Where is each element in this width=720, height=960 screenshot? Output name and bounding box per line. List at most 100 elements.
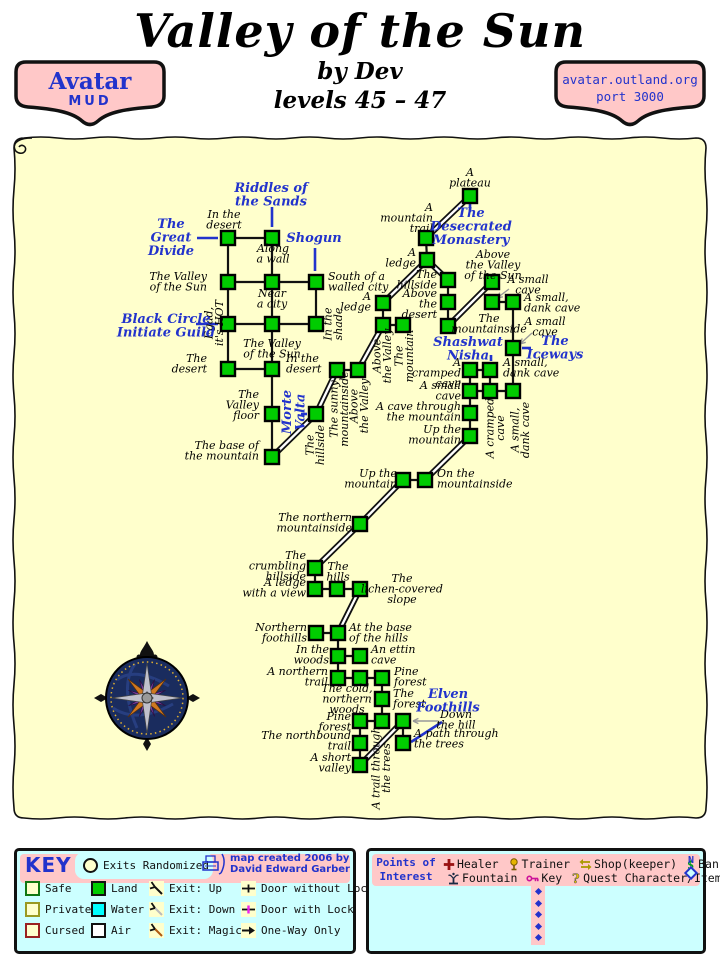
room-above-the-valley-2 [374,316,392,334]
key-icon [526,875,539,882]
room-label: A trail throughthe trees [369,727,393,811]
north-label: N [687,855,695,866]
room-label: Abovethe Valley [347,378,371,434]
shop-icon [579,858,592,870]
north-diamond-icon [683,865,699,881]
room-the-valley-floor [263,405,281,423]
room-label: A small,dank cave [508,401,532,458]
room-down-the-hill [394,712,412,730]
key-one-way-only: One-Way Only [241,923,340,938]
key-exit-magical: Exit: Magical [149,923,255,938]
trainer-icon [509,857,518,870]
room-the-valley-of-the-sun-s [263,315,281,333]
room-an-ettin-cave [351,647,369,665]
room-the-lichen-covered-slope [351,580,369,598]
key-terrain-air: Air [91,923,131,938]
room-a-small-dank-cave-1 [504,293,522,311]
room-shashwat-nisha-entry [481,361,499,379]
room-a-small-dank-cave-2 [504,382,522,400]
scroll-curl [13,137,33,154]
room-a-cave-through-the-mountain [461,404,479,422]
room-label: Abovethe Valley [370,328,394,384]
room-the-hills [328,580,346,598]
room-the-cold-northern-woods [351,669,369,687]
door-lock-icon [241,902,256,917]
room-the-crumbling-hillside [306,559,324,577]
key-door-with-lock: Door with Lock [241,902,354,917]
cursed-swatch-icon [25,923,40,938]
one-way-icon [241,923,256,938]
room-the-desert [219,360,237,378]
room-label: In theshade [321,307,345,341]
room-up-the-mountain-e [461,427,479,445]
exit-icon [149,902,164,917]
badge-left-line1: Avatar [48,68,133,95]
room-up-the-mountain-w [394,471,412,489]
room-a-mountain-trail [417,229,435,247]
room-a-northern-trail [329,669,347,687]
area-label: MorteValta [280,390,309,435]
key-exit-up: Exit: Up [149,881,222,896]
room-a-small-cave-2 [461,382,479,400]
credit-line2: David Edward Garber [230,864,350,875]
poi-location-dot [534,887,542,896]
north-indicator: N [683,855,699,881]
exits-randomized-legend: Exits Randomized [75,852,213,879]
room-the-hillside-sw [307,405,325,423]
room-the-mountain [394,316,412,334]
exit-icon [149,881,164,896]
parchment [12,136,708,820]
badge-right-line2: port 3000 [596,89,664,104]
credit-line1: map created 2006 by [230,853,350,864]
poi-location-dot [534,933,542,942]
room-a-ledge-2 [418,251,436,269]
poi-shop-keeper-: Shop(keeper) [579,857,677,871]
area-label: Shogun [286,231,342,246]
key-exit-down: Exit: Down [149,902,235,917]
room-pine-forest-e [373,669,391,687]
poi-location-dot [534,899,542,907]
room-label: Themountain [392,330,416,383]
page-byline: by Dev [317,58,403,85]
room-label: Thehillside [303,424,327,465]
room-above-the-desert [439,293,457,311]
poi-location-dot [534,910,542,919]
safe-swatch-icon [25,881,40,896]
room-label: Egad,it's HOT [202,298,226,346]
room-a-cramped-cave-1 [461,361,479,379]
door-icon [241,881,256,896]
area-exit-stub [410,720,443,744]
exits-randomized-icon [83,858,98,873]
room-near-a-city [263,273,281,291]
key-room-type-private: Private [25,902,91,917]
room-a-ledge-with-a-view [306,580,324,598]
key-terrain-land: Land [91,881,138,896]
